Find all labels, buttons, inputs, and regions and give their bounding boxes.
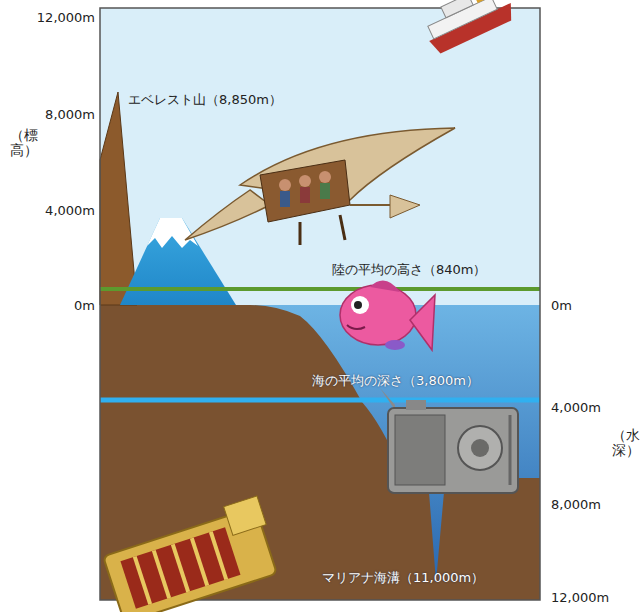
axis-title: （水深）	[612, 428, 626, 459]
ship	[415, 0, 518, 56]
land-average-line	[100, 287, 540, 291]
flying-machine	[185, 128, 455, 245]
axis-tick-label: 8,000m	[551, 497, 601, 513]
axis-title: （標高）	[10, 128, 24, 159]
axis-tick-label: 4,000m	[551, 400, 601, 416]
trench-label: マリアナ海溝（11,000m）	[322, 570, 484, 586]
axis-tick-label: 12,000m	[37, 10, 95, 26]
average-height-label: 陸の平均の高さ（840m）	[332, 262, 486, 278]
sky	[100, 8, 540, 305]
chart-frame	[100, 8, 540, 600]
ocean	[250, 305, 540, 582]
axis-tick-label: 0m	[551, 298, 572, 314]
fuji-snow	[147, 218, 198, 248]
sea-average-line	[100, 398, 540, 403]
axis-tick-label: 4,000m	[45, 203, 95, 219]
fish	[340, 281, 435, 350]
everest	[100, 92, 137, 305]
average-depth-label: 海の平均の深さ（3,800m）	[312, 373, 479, 389]
golden-cage	[100, 496, 282, 612]
axis-tick-label: 8,000m	[45, 107, 95, 123]
axis-tick-label: 12,000m	[551, 590, 609, 606]
axis-tick-label: 0m	[74, 298, 95, 314]
peak-label: エベレスト山（8,850m）	[128, 92, 282, 108]
fuji	[120, 218, 236, 305]
deep-sea-vault	[380, 388, 518, 493]
